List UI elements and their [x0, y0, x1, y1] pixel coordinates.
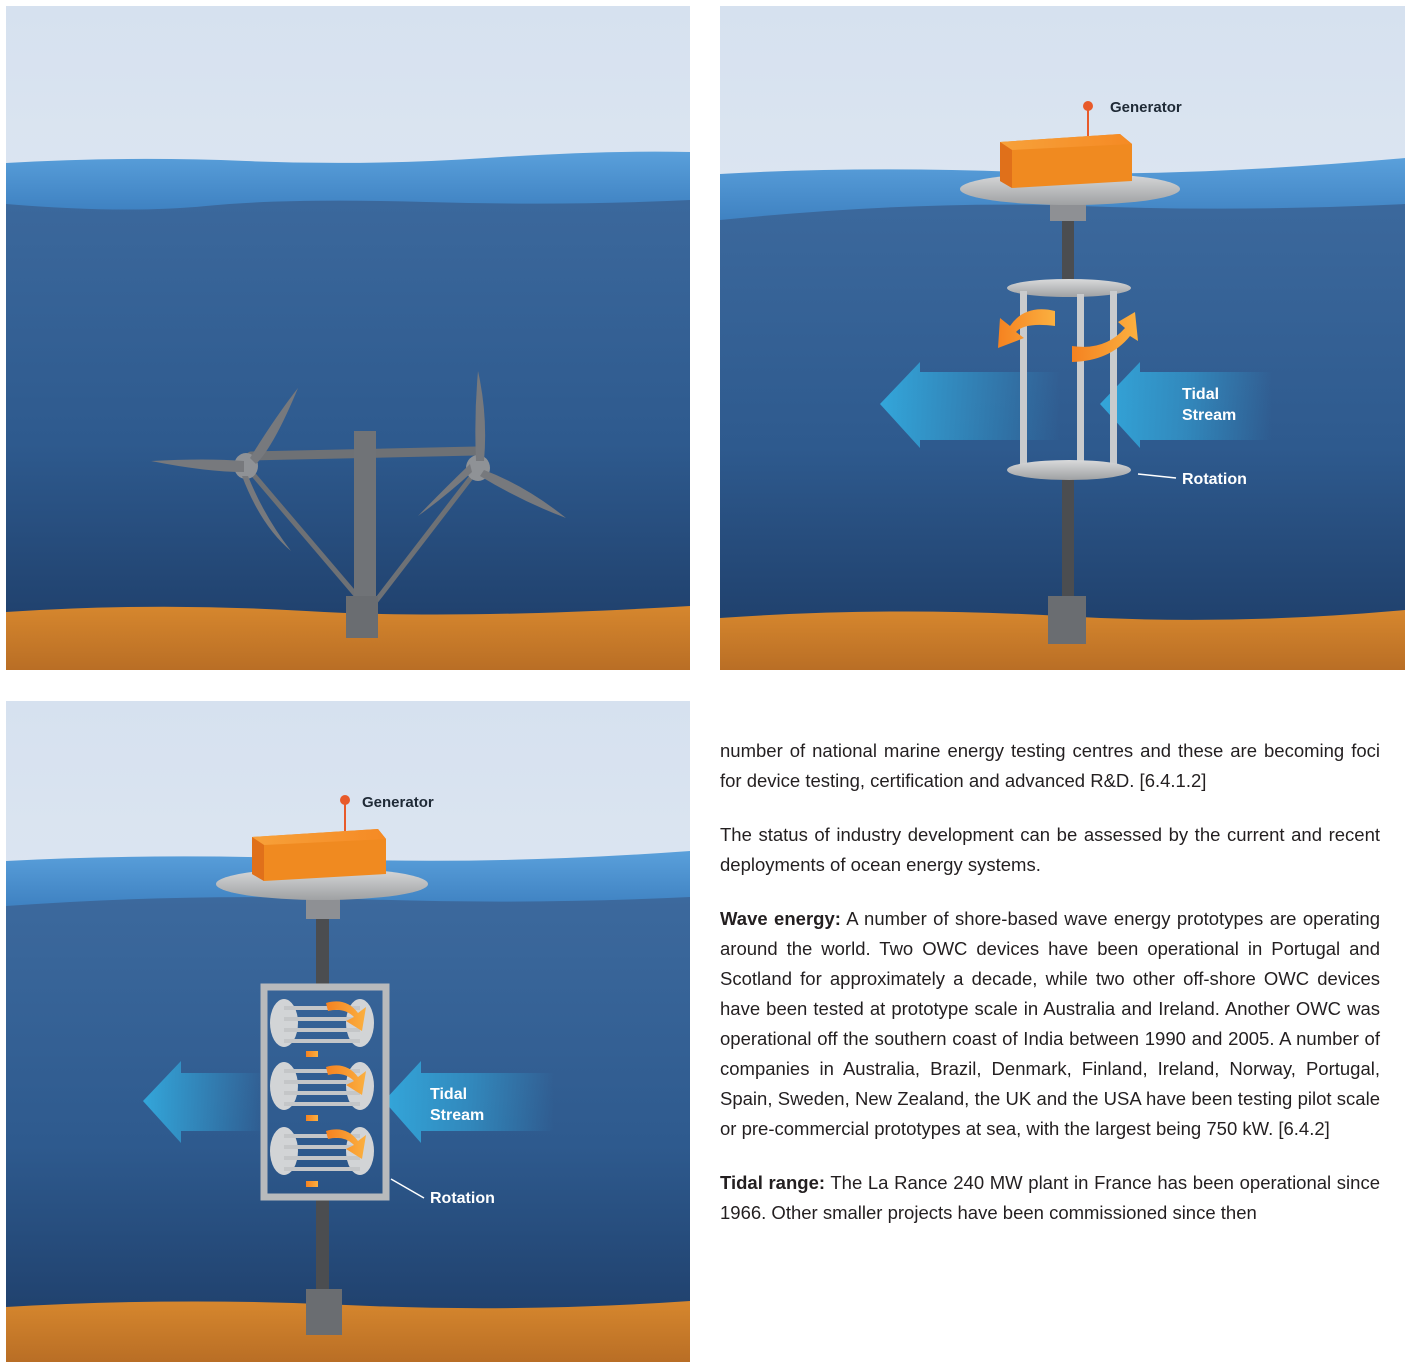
tidal-stream-label-line1: Tidal	[430, 1086, 467, 1103]
rotor-blades	[1020, 291, 1117, 472]
rotation-pointer	[1137, 473, 1177, 479]
turbine-illustration	[6, 6, 690, 670]
generator-label: Generator	[362, 794, 434, 811]
cross-flow-illustration: Generator Tidal Stream Rotation	[6, 701, 690, 1362]
generator-label: Generator	[1110, 99, 1182, 116]
wave-energy-heading: Wave energy:	[720, 908, 841, 929]
deep-sea	[6, 881, 690, 1362]
base	[1048, 596, 1086, 644]
rotation-arrow-right	[1072, 312, 1138, 362]
tidal-range-body: The La Rance 240 MW plant in France has …	[720, 1172, 1380, 1223]
turbine-frame	[260, 983, 390, 1201]
collar	[1050, 201, 1086, 221]
tidal-stream-label-line1: Tidal	[1182, 386, 1219, 403]
rotation-pointer	[390, 1178, 425, 1199]
tower	[354, 431, 376, 601]
tidal-stream-label-line2: Stream	[430, 1107, 484, 1124]
generator-dot	[340, 795, 350, 805]
cross-flow-turbine-panel: Generator Tidal Stream Rotation	[6, 701, 690, 1362]
base	[306, 1289, 342, 1335]
rotation-label: Rotation	[1182, 471, 1247, 488]
left-rotor	[151, 388, 298, 551]
tidal-stream-arrow	[1100, 362, 1272, 448]
seabed	[6, 1301, 690, 1362]
outflow-arrow	[143, 1061, 264, 1143]
body-text: number of national marine energy testing…	[720, 736, 1380, 1252]
rotation-arrow-left	[998, 309, 1055, 348]
lower-shaft	[316, 1197, 329, 1297]
lower-shaft	[1062, 476, 1074, 606]
wave-energy-body: A number of shore-based wave energy prot…	[720, 908, 1380, 1139]
right-rotor	[418, 371, 566, 518]
generator-dot	[1083, 101, 1093, 111]
tidal-stream-arrow	[384, 1061, 554, 1143]
sea-surface	[6, 151, 690, 210]
vertical-axis-turbine-panel: Generator Tidal Stream Rotation	[720, 6, 1405, 670]
paragraph-tidal-range: Tidal range: The La Rance 240 MW plant i…	[720, 1168, 1380, 1228]
tower-base	[346, 596, 378, 638]
collar	[306, 899, 340, 919]
paragraph-wave-energy: Wave energy: A number of shore-based wav…	[720, 904, 1380, 1144]
deep-sea	[6, 166, 690, 670]
paragraph-testing-centres: number of national marine energy testing…	[720, 740, 1380, 791]
rotation-arrows	[306, 1001, 366, 1187]
outflow-arrow	[880, 362, 1060, 448]
paragraph-industry-status: The status of industry development can b…	[720, 824, 1380, 875]
upper-shaft	[1062, 221, 1074, 291]
upper-shaft	[316, 919, 329, 987]
rotor-top-disc	[1007, 279, 1131, 297]
tidal-stream-label-line2: Stream	[1182, 407, 1236, 424]
tidal-range-heading: Tidal range:	[720, 1172, 826, 1193]
vertical-axis-illustration: Generator Tidal Stream Rotation	[720, 6, 1405, 670]
rotation-label: Rotation	[430, 1190, 495, 1207]
rotor-bottom-disc	[1007, 460, 1131, 480]
horizontal-axis-turbine-panel	[6, 6, 690, 670]
